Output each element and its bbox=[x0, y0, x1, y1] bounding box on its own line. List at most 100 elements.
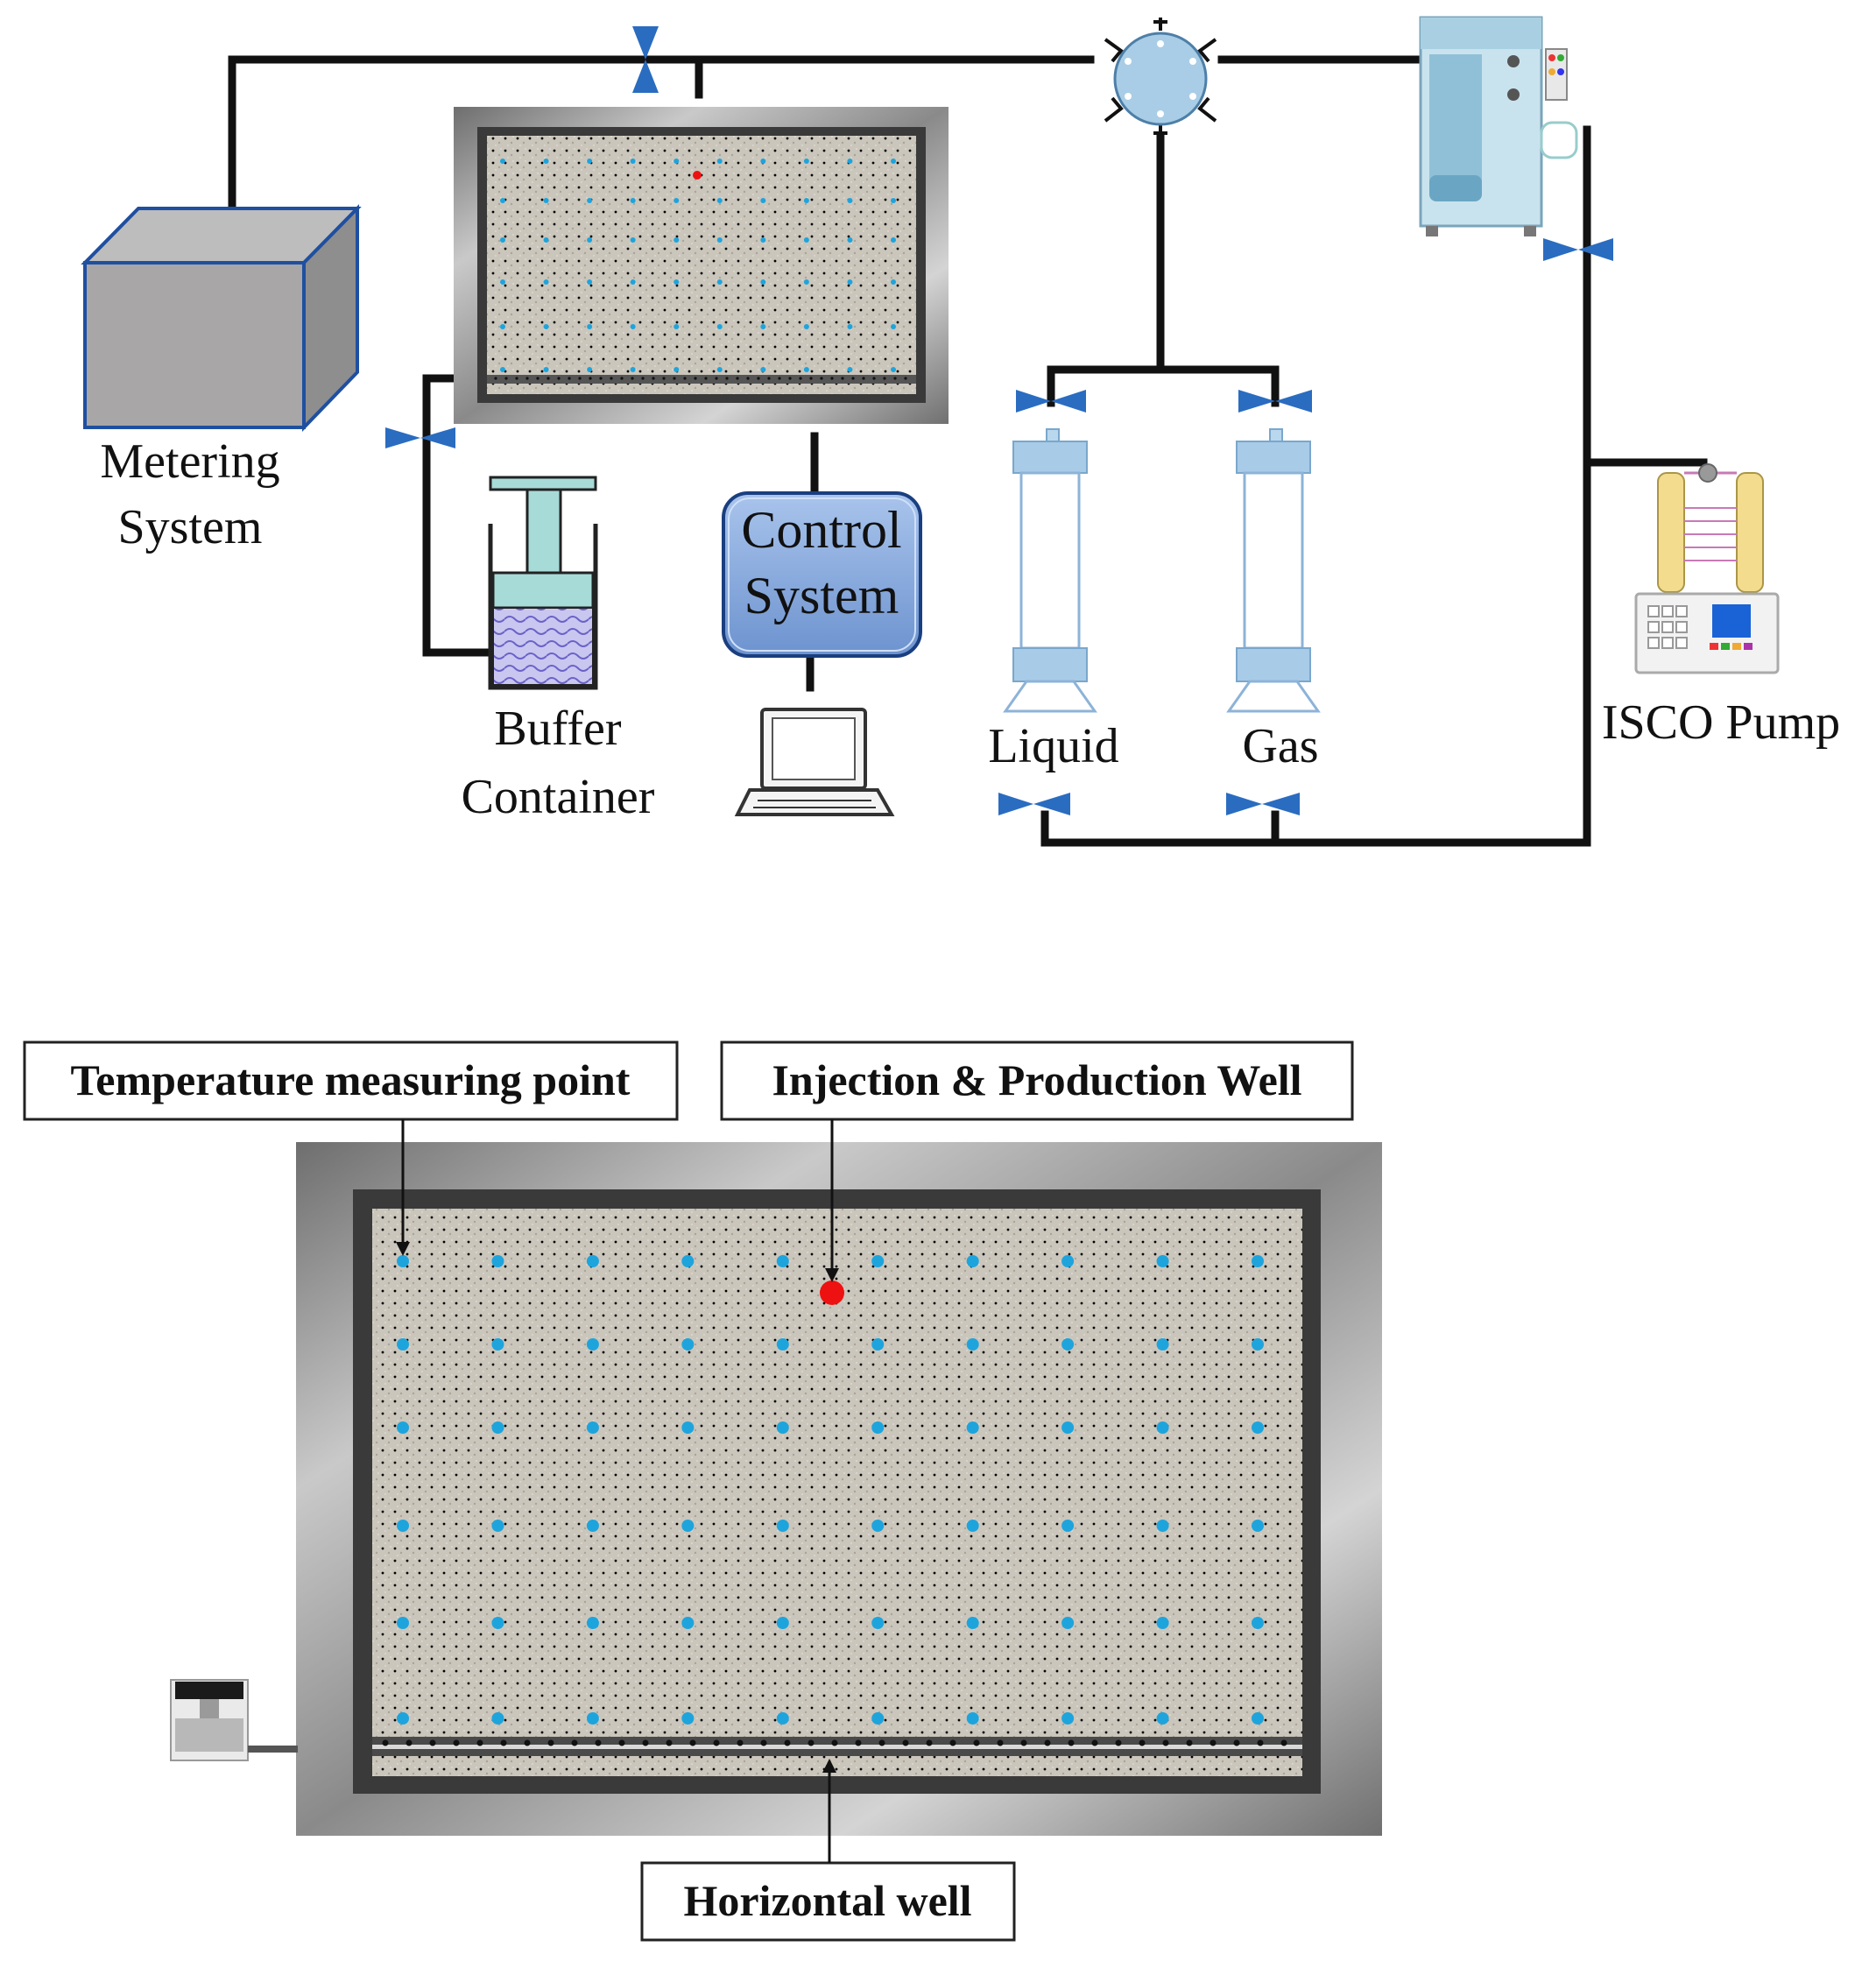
temperature-point-dot bbox=[1156, 1255, 1169, 1267]
valve-icon[interactable] bbox=[385, 427, 455, 448]
temperature-point-dot bbox=[674, 237, 680, 243]
temperature-point-dot bbox=[681, 1255, 695, 1267]
temperature-point-dot bbox=[803, 237, 809, 243]
perforation-hole bbox=[1280, 1739, 1287, 1746]
perforation-hole bbox=[784, 1739, 791, 1746]
temperature-point-dot bbox=[500, 279, 505, 285]
perforation-hole bbox=[997, 1739, 1004, 1746]
temperature-point-dot bbox=[397, 1520, 409, 1532]
temperature-point-dot bbox=[397, 1617, 409, 1629]
temperature-point-dot bbox=[491, 1338, 504, 1351]
temperature-point-dot bbox=[674, 324, 680, 329]
control-system-box bbox=[722, 491, 922, 658]
temperature-point-dot bbox=[491, 1712, 504, 1725]
temperature-point-dot bbox=[397, 1712, 409, 1725]
gas-label: Gas bbox=[1242, 719, 1318, 773]
temperature-point-dot bbox=[891, 324, 896, 329]
small-perforation-hole bbox=[872, 377, 876, 380]
buffer-label-line2: Container bbox=[462, 770, 655, 824]
temperature-point-dot bbox=[1156, 1421, 1169, 1434]
temperature-point-dot bbox=[630, 324, 636, 329]
temperature-point-dot bbox=[776, 1520, 789, 1532]
perforation-hole bbox=[1044, 1739, 1051, 1746]
perforation-hole bbox=[453, 1739, 460, 1746]
valve-icon[interactable] bbox=[1226, 793, 1300, 815]
perforation-hole bbox=[902, 1739, 909, 1746]
temperature-point-dot bbox=[543, 237, 549, 243]
temperature-point-dot bbox=[397, 1338, 409, 1351]
temperature-point-dot bbox=[674, 367, 680, 372]
small-perforation-hole bbox=[767, 377, 771, 380]
metering-label-line2: System bbox=[118, 500, 263, 554]
perforation-hole bbox=[737, 1739, 744, 1746]
callout-temperature: Temperature measuring point bbox=[23, 1040, 679, 1256]
perforation-hole bbox=[666, 1739, 673, 1746]
perforation-hole bbox=[1068, 1739, 1075, 1746]
callout-injection: Injection & Production Well bbox=[720, 1040, 1354, 1282]
temperature-point-dot bbox=[760, 237, 766, 243]
temperature-point-dot bbox=[1156, 1712, 1169, 1725]
perforation-hole bbox=[595, 1739, 602, 1746]
temperature-point-dot bbox=[891, 198, 896, 203]
horizontal-well-perforations bbox=[382, 1739, 1287, 1746]
temperature-sensor-grid bbox=[397, 1255, 1264, 1725]
temperature-point-dot bbox=[871, 1617, 885, 1629]
temperature-point-dot bbox=[716, 159, 723, 164]
perforation-hole bbox=[1020, 1739, 1027, 1746]
valve-icon[interactable] bbox=[1016, 390, 1086, 413]
temperature-point-dot bbox=[871, 1255, 885, 1267]
perforation-hole bbox=[973, 1739, 980, 1746]
small-perforation-hole bbox=[610, 377, 613, 380]
small-perforation-hole bbox=[788, 377, 792, 380]
temperature-point-dot bbox=[587, 324, 593, 329]
temperature-point-dot bbox=[803, 367, 809, 372]
temperature-point-dot bbox=[847, 324, 853, 329]
small-perforation-hole bbox=[515, 377, 518, 380]
reactor-large bbox=[296, 1142, 1382, 1836]
small-perforation-hole bbox=[883, 377, 886, 380]
small-perforation-hole bbox=[494, 377, 497, 380]
isco-pump-label: ISCO Pump bbox=[1602, 695, 1840, 750]
perforation-hole bbox=[547, 1739, 554, 1746]
perforation-hole bbox=[382, 1739, 389, 1746]
perforation-hole bbox=[642, 1739, 649, 1746]
perforation-hole bbox=[831, 1739, 838, 1746]
temperature-point-dot bbox=[803, 159, 809, 164]
perforation-hole bbox=[1257, 1739, 1264, 1746]
valve-icon[interactable] bbox=[1238, 390, 1312, 413]
temperature-point-dot bbox=[491, 1421, 504, 1434]
temperature-point-dot bbox=[966, 1255, 979, 1267]
temperature-point-dot bbox=[891, 159, 896, 164]
temperature-point-dot bbox=[543, 324, 549, 329]
perforation-hole bbox=[878, 1739, 885, 1746]
temperature-point-dot bbox=[847, 237, 853, 243]
valve-icon[interactable] bbox=[632, 26, 659, 93]
temperature-point-dot bbox=[716, 367, 723, 372]
perforation-hole bbox=[500, 1739, 507, 1746]
temperature-point-dot bbox=[871, 1338, 885, 1351]
temperature-point-dot bbox=[500, 237, 505, 243]
small-perforation-hole bbox=[683, 377, 687, 380]
small-perforation-hole bbox=[694, 377, 697, 380]
temperature-point-dot bbox=[966, 1338, 979, 1351]
callout-temperature-text: Temperature measuring point bbox=[71, 1055, 631, 1104]
temperature-point-dot bbox=[803, 279, 809, 285]
valve-icon[interactable] bbox=[1543, 238, 1613, 261]
temperature-point-dot bbox=[847, 159, 853, 164]
isco-pump bbox=[1634, 463, 1780, 674]
temperature-point-dot bbox=[966, 1421, 979, 1434]
perforation-hole bbox=[1162, 1739, 1169, 1746]
temperature-point-dot bbox=[871, 1712, 885, 1725]
thermostat-cabinet bbox=[1419, 16, 1578, 236]
temperature-point-dot bbox=[1156, 1520, 1169, 1532]
temperature-point-dot bbox=[543, 159, 549, 164]
small-perforation-hole bbox=[568, 377, 571, 380]
temperature-point-dot bbox=[681, 1338, 695, 1351]
temperature-point-dot bbox=[681, 1712, 695, 1725]
temperature-point-dot bbox=[1061, 1421, 1075, 1434]
temperature-point-dot bbox=[776, 1712, 789, 1725]
temperature-point-dot bbox=[681, 1617, 695, 1629]
temperature-point-dot bbox=[543, 198, 549, 203]
temperature-point-dot bbox=[587, 237, 593, 243]
valve-icon[interactable] bbox=[998, 793, 1070, 815]
